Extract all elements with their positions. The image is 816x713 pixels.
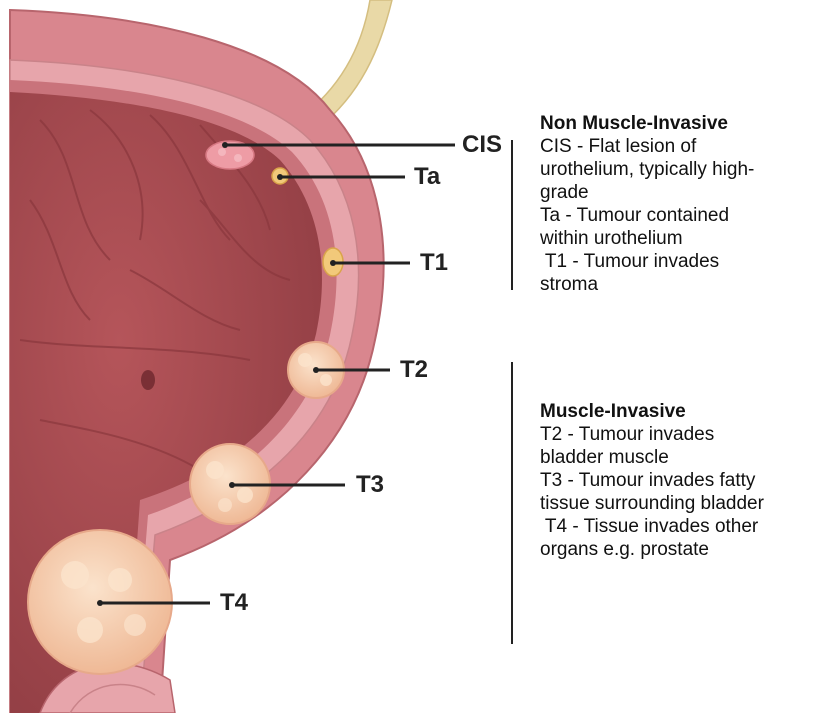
mi-line: tissue surrounding bladder <box>540 492 812 515</box>
nmi-line: T1 - Tumour invades <box>540 250 810 273</box>
label-t3: T3 <box>356 473 384 497</box>
nmi-line: urothelium, typically high- <box>540 158 810 181</box>
non-muscle-invasive-description: Non Muscle-Invasive CIS - Flat lesion of… <box>540 112 810 296</box>
mi-line: T2 - Tumour invades <box>540 423 812 446</box>
mi-line: T3 - Tumour invades fatty <box>540 469 812 492</box>
label-cis: CIS <box>462 133 502 157</box>
mi-line: organs e.g. prostate <box>540 538 812 561</box>
mi-line: T4 - Tissue invades other <box>540 515 812 538</box>
label-ta: Ta <box>414 165 440 189</box>
label-t1: T1 <box>420 251 448 275</box>
non-muscle-invasive-bracket <box>511 140 513 290</box>
ureteral-orifice <box>141 370 155 390</box>
label-t4: T4 <box>220 591 248 615</box>
non-muscle-invasive-heading: Non Muscle-Invasive <box>540 112 810 135</box>
label-t2: T2 <box>400 358 428 382</box>
mi-line: bladder muscle <box>540 446 812 469</box>
nmi-line: grade <box>540 181 810 204</box>
muscle-invasive-heading: Muscle-Invasive <box>540 400 812 423</box>
nmi-line: Ta - Tumour contained <box>540 204 810 227</box>
muscle-invasive-description: Muscle-Invasive T2 - Tumour invades blad… <box>540 400 812 561</box>
muscle-invasive-bracket <box>511 362 513 644</box>
nmi-line: within urothelium <box>540 227 810 250</box>
nmi-line: CIS - Flat lesion of <box>540 135 810 158</box>
nmi-line: stroma <box>540 273 810 296</box>
